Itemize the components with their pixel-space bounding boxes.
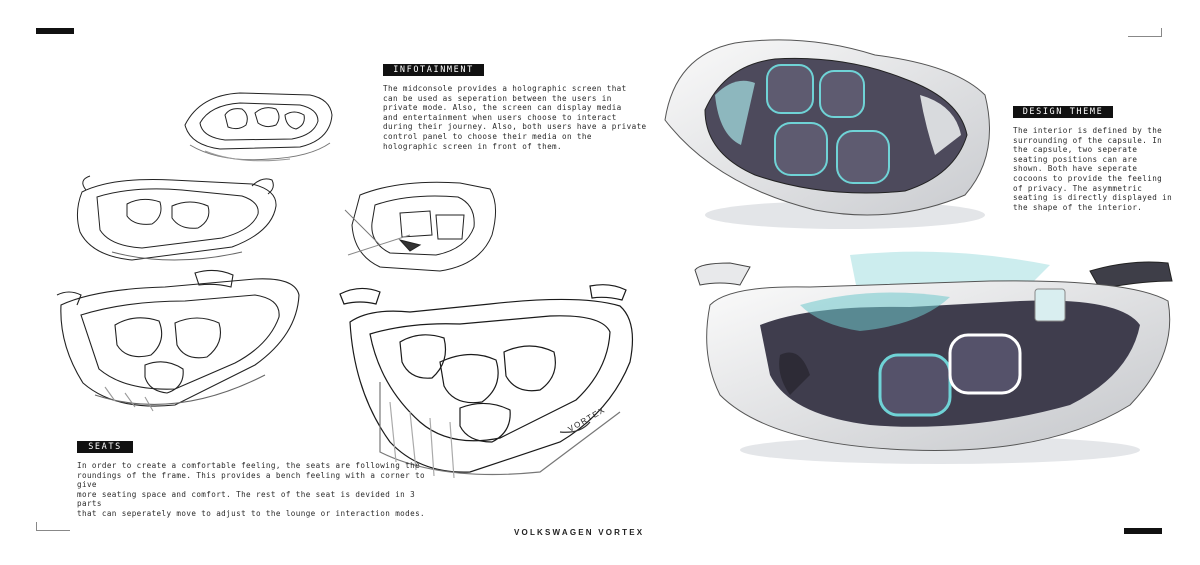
- infotainment-text: The midconsole provides a holographic sc…: [383, 84, 647, 151]
- sketch-mid-left: [76, 175, 277, 261]
- design-theme-text: The interior is defined by the surroundi…: [1013, 126, 1173, 212]
- corner-mark-top-right-v: [1161, 28, 1162, 37]
- render-capsule-bottom: [694, 251, 1173, 464]
- corner-bar-bottom-right: [1124, 528, 1162, 534]
- sketch-top-small: [184, 92, 333, 162]
- corner-mark-bottom-left-v: [36, 522, 37, 531]
- sketch-vortex-label: VORTEX: [567, 405, 608, 434]
- corner-bar-top-left: [36, 28, 74, 34]
- sketch-bottom-left: [56, 269, 300, 412]
- design-theme-heading: DESIGN THEME: [1013, 106, 1113, 118]
- corner-mark-bottom-left: [36, 530, 70, 531]
- corner-mark-top-right: [1128, 36, 1162, 37]
- seats-text: In order to create a comfortable feeling…: [77, 461, 426, 518]
- sketch-bottom-right-large: VORTEX: [339, 284, 633, 479]
- render-capsule-top: [664, 39, 990, 229]
- seats-heading: SEATS: [77, 441, 133, 453]
- infotainment-heading: INFOTAINMENT: [383, 64, 484, 76]
- footer-brand: VOLKSWAGEN VORTEX: [514, 528, 645, 537]
- sketch-mid-right: [344, 181, 496, 272]
